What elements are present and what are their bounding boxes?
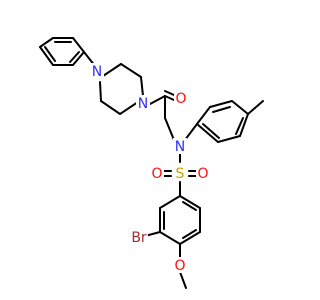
bond-methyl <box>247 100 264 115</box>
atom-labels: N N O N S O O Br O <box>90 63 210 274</box>
bond-n-carbonyl <box>149 95 166 105</box>
piperazine-ring <box>99 63 144 115</box>
bond-co-double <box>164 90 175 96</box>
molecule-structure: N N O N S O O Br O <box>39 37 264 289</box>
bond-co <box>164 95 175 101</box>
atom-n-piperazine-2: N <box>138 96 148 112</box>
bond-o-methyl <box>179 271 187 289</box>
bond-ch2-n <box>164 117 175 141</box>
atom-o-sulfonyl-right: O <box>197 166 208 182</box>
atom-o-sulfonyl-left: O <box>151 166 162 182</box>
tolyl-ring <box>196 100 249 143</box>
atom-br: Br <box>131 230 147 246</box>
atom-o-methoxy: O <box>174 258 185 274</box>
atom-n-sulfonamide: N <box>175 139 185 155</box>
atom-s: S <box>176 166 185 182</box>
atom-n-piperazine-1: N <box>92 64 102 80</box>
bond-n-tolyl <box>184 123 198 141</box>
bromo-methoxy-ring <box>159 195 201 245</box>
phenyl-ring <box>39 37 85 66</box>
atom-o-carbonyl: O <box>175 91 186 107</box>
